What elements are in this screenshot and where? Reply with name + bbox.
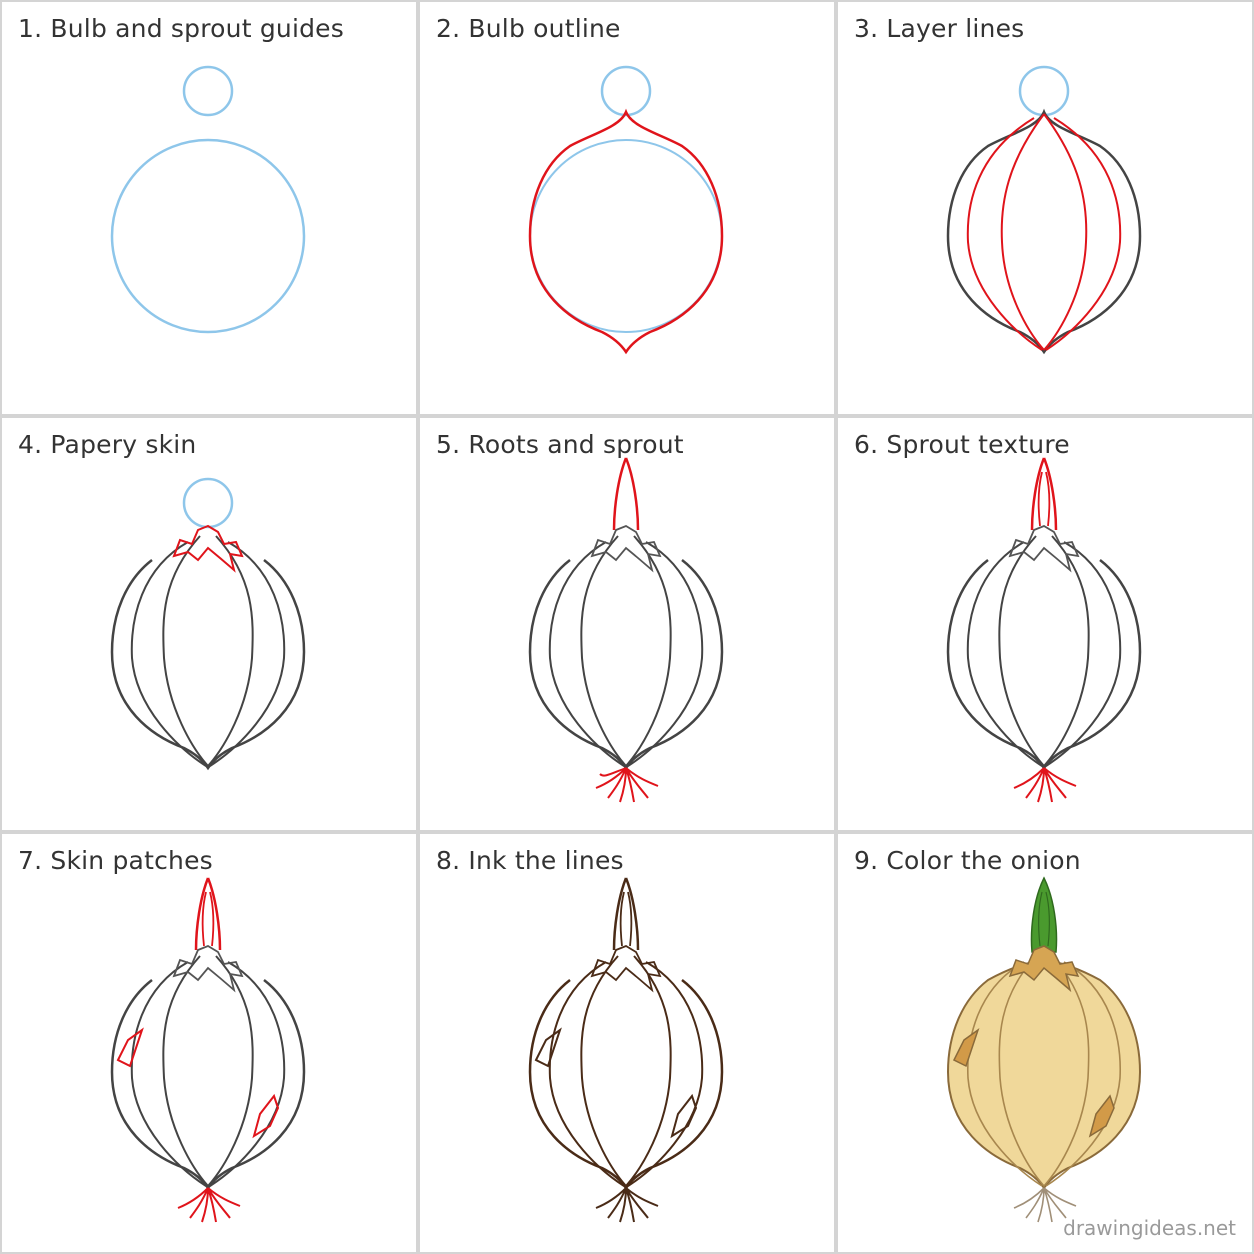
step-4-drawing: [110, 477, 306, 771]
step-title-2: 2. Bulb outline: [436, 14, 621, 43]
step-3-drawing: [946, 65, 1142, 355]
step-title-5: 5. Roots and sprout: [436, 430, 684, 459]
step-8-drawing: [528, 877, 724, 1223]
step-9-drawing: [946, 876, 1142, 1223]
step-7-drawing: [110, 877, 306, 1223]
step-title-9: 9. Color the onion: [854, 846, 1081, 875]
step-title-6: 6. Sprout texture: [854, 430, 1070, 459]
watermark: drawingideas.net: [1063, 1216, 1236, 1240]
step-panel-9: 9. Color the onion drawingideas.net: [838, 834, 1252, 1252]
step-panel-8: 8. Ink the lines: [420, 834, 834, 1252]
step-title-1: 1. Bulb and sprout guides: [18, 14, 344, 43]
step-panel-2: 2. Bulb outline: [420, 2, 834, 414]
step-panel-7: 7. Skin patches: [2, 834, 416, 1252]
step-title-4: 4. Papery skin: [18, 430, 197, 459]
step-1-drawing: [110, 65, 306, 334]
step-2-drawing: [528, 65, 724, 355]
step-panel-3: 3. Layer lines: [838, 2, 1252, 414]
step-5-drawing: [528, 457, 724, 803]
step-title-7: 7. Skin patches: [18, 846, 213, 875]
step-panel-1: 1. Bulb and sprout guides: [2, 2, 416, 414]
step-panel-6: 6. Sprout texture: [838, 418, 1252, 830]
step-title-3: 3. Layer lines: [854, 14, 1025, 43]
step-title-8: 8. Ink the lines: [436, 846, 624, 875]
step-panel-4: 4. Papery skin: [2, 418, 416, 830]
step-panel-5: 5. Roots and sprout: [420, 418, 834, 830]
step-6-drawing: [946, 457, 1142, 803]
